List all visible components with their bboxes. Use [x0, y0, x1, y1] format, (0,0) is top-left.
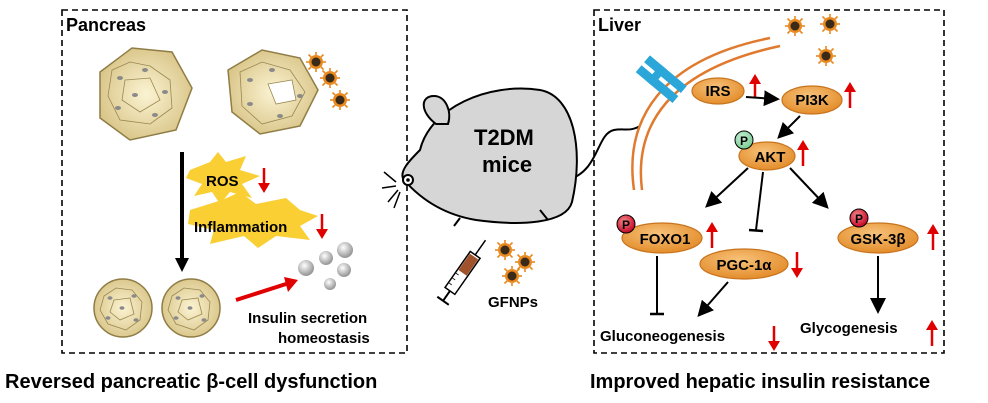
phospho-gsk-badge: P: [849, 208, 869, 228]
cell-membrane: [631, 36, 781, 191]
syringe-icon: [436, 239, 487, 306]
pancreas-panel-border: [61, 9, 408, 354]
ros-burst-icon: [186, 152, 260, 204]
insulin-receptor-icon: [635, 55, 687, 104]
phospho-akt-badge: P: [734, 130, 754, 150]
node-pi3k: PI3K: [781, 85, 843, 115]
nanoparticle-icon: [815, 45, 837, 67]
nanoparticle-icon: [494, 239, 516, 261]
svg-text:P: P: [855, 212, 863, 226]
pancreas-title: Pancreas: [66, 15, 146, 35]
node-akt: AKT: [738, 141, 796, 171]
node-irs: IRS: [691, 77, 745, 105]
svg-text:PGC-1α: PGC-1α: [716, 257, 772, 274]
insulin-secretion-label: Insulin secretion: [248, 310, 367, 327]
t2dm-mouse-illustration: [381, 87, 641, 227]
svg-text:AKT: AKT: [755, 149, 786, 166]
phospho-foxo1-badge: P: [616, 214, 636, 234]
node-gsk3b: GSK-3β: [837, 222, 919, 254]
liver-panel-border: [593, 9, 945, 354]
transition-arrowhead: [175, 258, 189, 272]
pi3k-to-akt-arrow: [777, 115, 801, 139]
nanoparticle-icon: [329, 89, 351, 111]
mouse-label-line1: T2DM: [474, 125, 534, 150]
svg-text:GSK-3β: GSK-3β: [851, 231, 906, 248]
damaged-islet-right: [227, 49, 319, 135]
insulin-granules: [298, 242, 353, 290]
nanoparticle-icon: [501, 265, 523, 287]
liver-title: Liver: [598, 15, 641, 35]
insulin-red-arrow: [235, 282, 287, 302]
node-pgc1a: PGC-1α: [699, 248, 789, 280]
svg-text:P: P: [622, 218, 630, 232]
damaged-islet-left: [99, 47, 193, 141]
gfnps-label: GFNPs: [488, 294, 538, 311]
akt-to-foxo1-arrow: [705, 167, 749, 208]
svg-text:IRS: IRS: [705, 83, 730, 100]
svg-text:FOXO1: FOXO1: [640, 231, 691, 248]
pgc-to-gluco-arrow: [697, 281, 729, 318]
svg-text:P: P: [740, 134, 748, 148]
ros-label: ROS: [206, 173, 239, 190]
healthy-islet-right: [161, 278, 221, 338]
pancreas-caption: Reversed pancreatic β-cell dysfunction: [5, 371, 377, 393]
nanoparticle-icon: [319, 67, 341, 89]
nanoparticle-icon: [305, 51, 327, 73]
nanoparticle-icon: [819, 13, 841, 35]
healthy-islet-left: [93, 278, 153, 338]
gluconeogenesis-label: Gluconeogenesis: [600, 328, 725, 345]
svg-text:PI3K: PI3K: [795, 92, 829, 109]
inflammation-label: Inflammation: [194, 219, 287, 236]
mouse-label-line2: mice: [482, 152, 532, 177]
nanoparticle-icon: [784, 15, 806, 37]
glycogenesis-label: Glycogenesis: [800, 320, 898, 337]
irs-to-pi3k-arrow: [745, 90, 780, 107]
inflammation-burst-icon: [188, 192, 318, 248]
akt-to-pgc-inhibit: [755, 171, 764, 231]
homeostasis-label: homeostasis: [278, 330, 370, 347]
akt-to-gsk-arrow: [789, 167, 829, 209]
liver-caption: Improved hepatic insulin resistance: [590, 371, 930, 393]
node-foxo1: FOXO1: [621, 222, 703, 254]
